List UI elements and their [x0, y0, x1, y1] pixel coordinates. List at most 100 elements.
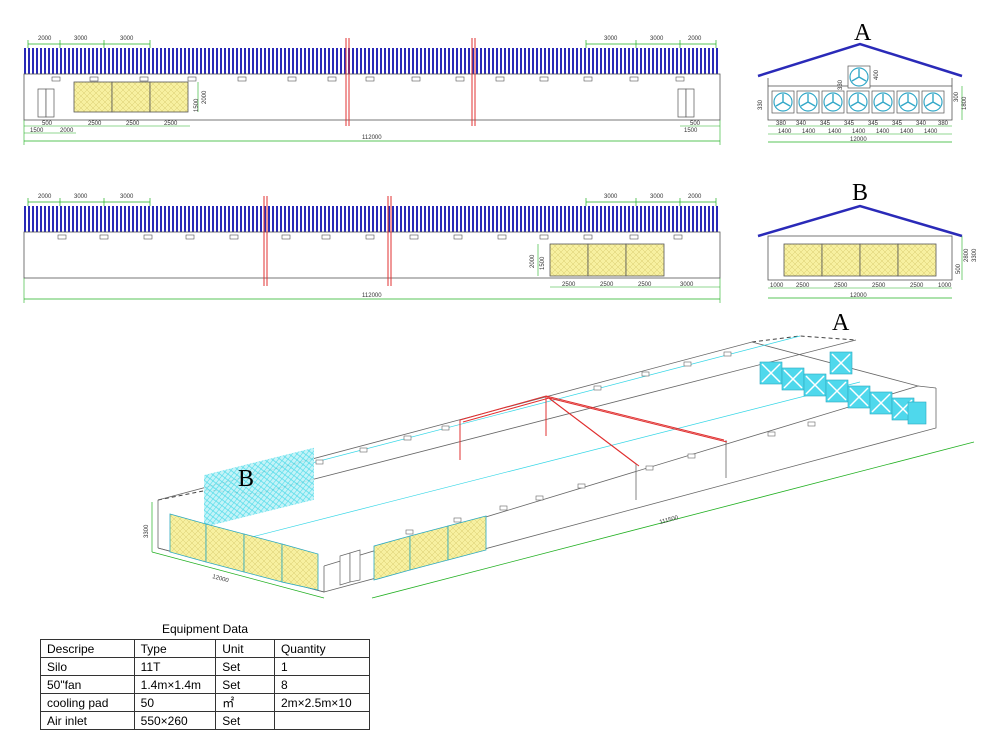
- frame-structure: [459, 395, 728, 467]
- dim-label: 2000: [688, 194, 702, 200]
- table-cell: [273, 711, 371, 730]
- table-cell: Air inlet: [40, 711, 135, 730]
- cooling-pads: [783, 243, 937, 277]
- dim-label: 340: [796, 121, 807, 127]
- dim-label: 2500: [796, 283, 810, 289]
- dim-label: 1000: [938, 283, 952, 289]
- dim-label: 1400: [852, 129, 866, 135]
- dim-label: 3300: [972, 248, 978, 262]
- dim-label: 3000: [680, 282, 694, 288]
- dim-label: 1400: [802, 129, 816, 135]
- dim-label: 112000: [362, 293, 382, 299]
- dim-label: 3300: [144, 524, 150, 538]
- dim-label: 2000: [38, 194, 52, 200]
- dim-label: 2500: [164, 121, 178, 127]
- dim-label: 3000: [74, 36, 88, 42]
- table-header-row: Descripe Type Unit Quantity: [40, 639, 371, 658]
- column-header: Type: [133, 639, 217, 658]
- dim-label: 2500: [126, 121, 140, 127]
- dim-label: 3000: [604, 194, 618, 200]
- dim-label: 3000: [650, 36, 664, 42]
- dim-label: 340: [916, 121, 927, 127]
- dim-label: 2500: [600, 282, 614, 288]
- table-row: Silo 11T Set 1: [40, 657, 371, 676]
- view-label-a: A: [854, 20, 872, 46]
- fan-icon: [921, 90, 945, 114]
- mid-elevation: 2000 3000 3000 3000 3000 2000: [23, 194, 721, 303]
- column-header: Quantity: [273, 639, 371, 658]
- table-cell: 11T: [133, 657, 217, 676]
- gable-roof: [757, 204, 963, 238]
- end-view-b: B 3300 2800 500 1000 2500 2500 2500 2500…: [757, 180, 978, 299]
- door: [37, 88, 695, 118]
- iso-pads-side: [373, 515, 487, 581]
- dim-label: 1800: [962, 96, 968, 110]
- iso-door: [339, 549, 361, 586]
- air-inlets: [57, 234, 683, 240]
- top-elevation-top-dims: 2000 3000 3000 3000 3000 2000: [27, 36, 717, 48]
- dim-label: 400: [874, 69, 880, 80]
- cooling-pads: [73, 81, 189, 113]
- dim-label: 112000: [362, 135, 382, 141]
- cooling-pad-far: [204, 447, 314, 528]
- column-header: Descripe: [40, 639, 135, 658]
- dim-label: 3000: [74, 194, 88, 200]
- fan-icon: [847, 65, 871, 89]
- iso-dims: 3300 12000 111500: [144, 441, 975, 599]
- dim-label: 500: [956, 263, 962, 274]
- fan-row: [771, 90, 945, 114]
- fan-icon: [796, 90, 820, 114]
- dim-label: 1500: [30, 128, 44, 134]
- dim-label: 3000: [120, 194, 134, 200]
- dim-label: 345: [868, 121, 879, 127]
- view-label-b: B: [238, 466, 254, 492]
- dim-label: 345: [892, 121, 903, 127]
- table-cell: 1: [273, 657, 371, 676]
- dim-label: 2500: [562, 282, 576, 288]
- dim-label: 2500: [88, 121, 102, 127]
- dim-label: 2000: [60, 128, 74, 134]
- end-b-bottom-dims: 1000 2500 2500 2500 2500 1000 12000: [768, 283, 952, 299]
- dim-label: 1400: [778, 129, 792, 135]
- table-cell: 2m×2.5m×10: [273, 693, 371, 712]
- dim-label: 3000: [604, 36, 618, 42]
- table-row: Air inlet 550×260 Set: [40, 711, 371, 730]
- roof-hatch: [24, 48, 720, 74]
- dim-label: 1500: [194, 98, 200, 112]
- view-label-b: B: [852, 180, 868, 206]
- dim-label: 3000: [120, 36, 134, 42]
- table-cell: 550×260: [133, 711, 217, 730]
- dim-label: 300: [954, 91, 960, 102]
- dim-label: 1400: [828, 129, 842, 135]
- iso-fan-row: [759, 351, 927, 425]
- table-cell: Set: [215, 657, 275, 676]
- dim-label: 380: [938, 121, 949, 127]
- top-elevation-bottom-dims: 500 1500 2000 2500 2500 2500 500 1500 11…: [23, 120, 721, 145]
- iso-air-inlets: [315, 351, 816, 535]
- air-inlets: [51, 76, 685, 82]
- top-elevation: 2000 3000 3000 3000 3000 2000: [23, 36, 721, 145]
- dim-label: 3000: [650, 194, 664, 200]
- dim-label: 380: [776, 121, 787, 127]
- dim-label: 345: [820, 121, 831, 127]
- fan-icon: [846, 90, 870, 114]
- dim-label: 111500: [659, 515, 680, 526]
- mid-elevation-bottom-dims: 2500 2500 2500 3000 112000: [23, 278, 721, 303]
- roof-hatch: [24, 206, 720, 232]
- table-cell: 1.4m×1.4m: [133, 675, 217, 694]
- table-cell: Set: [215, 711, 275, 730]
- table-cell: Silo: [40, 657, 135, 676]
- fan-icon: [821, 90, 845, 114]
- dim-label: 2500: [910, 283, 924, 289]
- table-cell: ㎡: [215, 693, 275, 712]
- dim-label: 2500: [872, 283, 886, 289]
- dim-label: 2000: [530, 254, 536, 268]
- table-cell: cooling pad: [40, 693, 135, 712]
- table-cell: 8: [273, 675, 371, 694]
- dim-label: 330: [758, 99, 764, 110]
- dim-label: 2500: [638, 282, 652, 288]
- dim-label: 12000: [211, 574, 229, 584]
- cooling-pads: [549, 243, 665, 277]
- dim-label: 2000: [38, 36, 52, 42]
